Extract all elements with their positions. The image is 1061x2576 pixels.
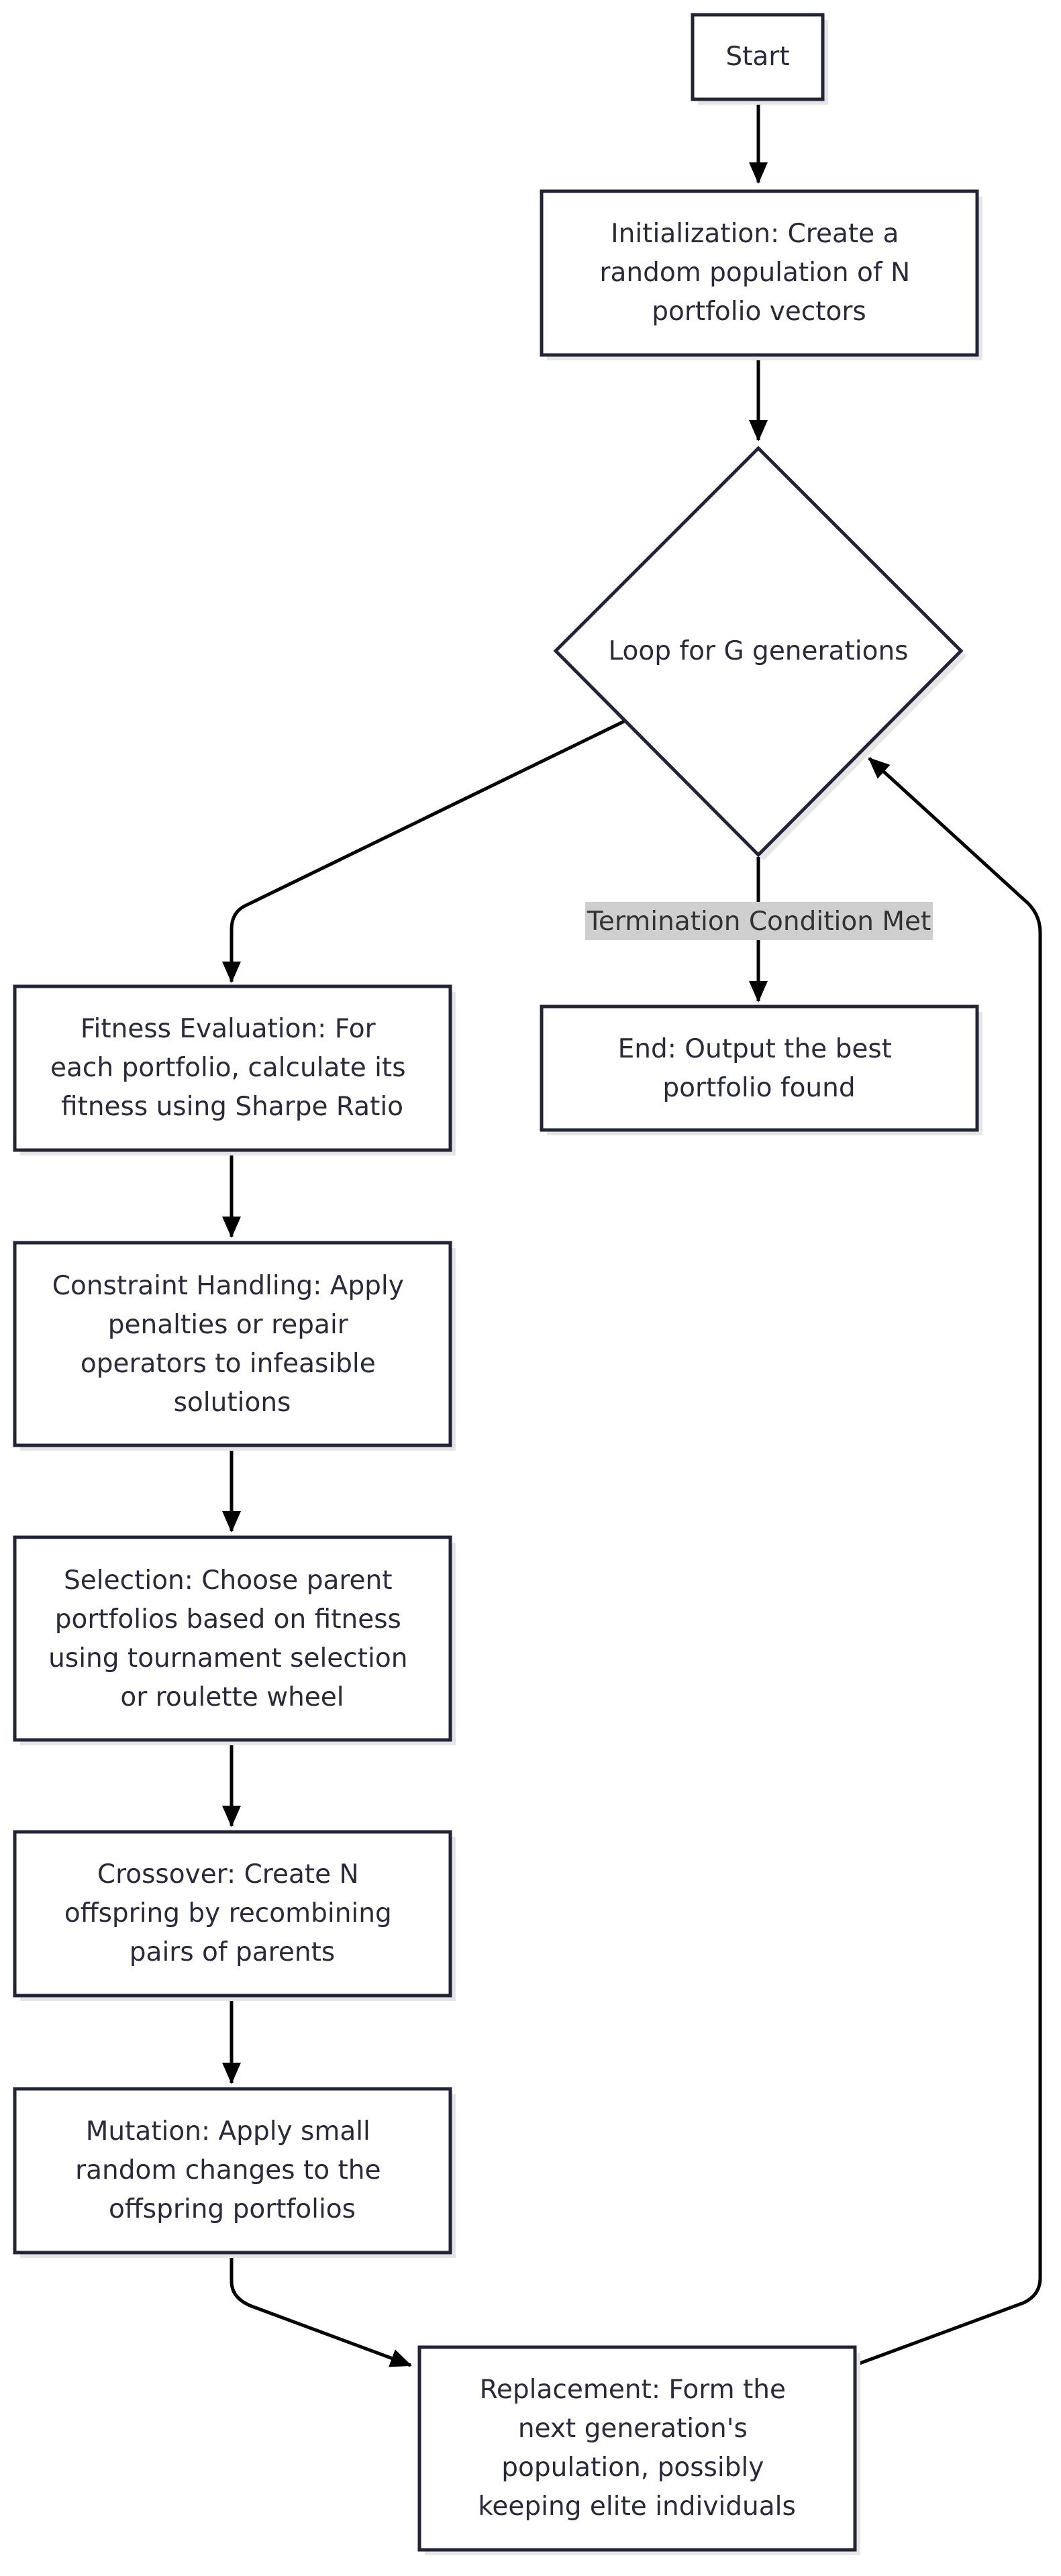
node-mutation-label: Mutation: Apply small random changes to … (75, 2116, 389, 2224)
node-end-line: portfolio found (662, 1073, 855, 1103)
node-crossover-label: Crossover: Create N offspring by recombi… (64, 1859, 400, 1967)
node-loop-line: Loop for G generations (609, 636, 909, 666)
node-fitness-box (13, 984, 452, 1152)
node-fitness-label: Fitness Evaluation: For each portfolio, … (50, 1014, 414, 1122)
node-initialization[interactable]: Initialization: Create a random populati… (540, 189, 982, 360)
node-constraint-label: Constraint Handling: Apply penalties or … (52, 1271, 413, 1418)
node-start[interactable]: Start (691, 13, 828, 105)
node-loop-label: Loop for G generations (609, 636, 909, 666)
node-constraint-handling[interactable]: Constraint Handling: Apply penalties or … (13, 1241, 456, 1451)
edge-replacement-to-loop (854, 757, 1042, 2367)
node-constraint-line: operators to infeasible (81, 1349, 376, 1379)
node-selection[interactable]: Selection: Choose parent portfolios base… (13, 1535, 456, 1745)
edge-label-termination: Termination Condition Met (585, 902, 933, 940)
node-crossover[interactable]: Crossover: Create N offspring by recombi… (13, 1830, 456, 2001)
node-crossover-line: Crossover: Create N (97, 1859, 359, 1890)
node-mutation-line: Mutation: Apply small (86, 2116, 370, 2147)
node-crossover-box (13, 1830, 452, 1998)
node-constraint-box (13, 1241, 452, 1447)
node-start-box (691, 13, 825, 101)
node-initialization-line: random population of N (599, 258, 910, 288)
node-start-line: Start (725, 42, 789, 72)
node-constraint-line: solutions (174, 1388, 291, 1418)
node-end[interactable]: End: Output the best portfolio found (540, 1004, 982, 1135)
edges (222, 99, 1042, 2367)
node-selection-line: Selection: Choose parent (64, 1565, 392, 1596)
node-loop-decision[interactable]: Loop for G generations (553, 446, 966, 860)
node-selection-line: portfolios based on fitness (55, 1604, 401, 1635)
node-end-box (540, 1004, 979, 1132)
node-replacement[interactable]: Replacement: Form the next generation's … (417, 2345, 860, 2555)
node-replacement-label: Replacement: Form the next generation's … (478, 2375, 796, 2522)
node-constraint-line: penalties or repair (108, 1310, 349, 1340)
node-selection-box (13, 1535, 452, 1742)
node-mutation-box (13, 2087, 452, 2255)
node-replacement-line: keeping elite individuals (478, 2491, 796, 2522)
node-replacement-line: next generation's (518, 2414, 748, 2444)
node-end-label: End: Output the best portfolio found (618, 1034, 901, 1103)
node-crossover-line: offspring by recombining (64, 1898, 392, 1928)
node-replacement-box (417, 2345, 857, 2552)
edge-mutation-to-replacement (230, 2253, 412, 2367)
node-loop-diamond (553, 446, 964, 858)
node-initialization-label: Initialization: Create a random populati… (599, 219, 918, 327)
nodes: Start Initialization: Create a random po… (13, 13, 982, 2555)
node-mutation[interactable]: Mutation: Apply small random changes to … (13, 2087, 456, 2258)
node-replacement-line: population, possibly (501, 2453, 764, 2483)
node-initialization-box (540, 189, 979, 357)
node-initialization-line: Initialization: Create a (611, 219, 899, 249)
node-selection-line: or roulette wheel (120, 1682, 344, 1712)
edge-loop-to-fitness (222, 719, 625, 983)
node-initialization-line: portfolio vectors (652, 297, 866, 327)
edge-label-background (585, 902, 933, 940)
node-mutation-line: offspring portfolios (109, 2194, 356, 2224)
node-fitness-line: fitness using Sharpe Ratio (61, 1092, 403, 1122)
node-end-line: End: Output the best (618, 1034, 892, 1064)
node-replacement-line: Replacement: Form the (480, 2375, 786, 2405)
node-fitness-line: Fitness Evaluation: For (81, 1014, 376, 1044)
node-crossover-line: pairs of parents (130, 1937, 335, 1967)
node-constraint-line: Constraint Handling: Apply (52, 1271, 404, 1301)
node-mutation-line: random changes to the (75, 2155, 381, 2185)
edge-label-termination-text: Termination Condition Met (587, 907, 931, 937)
node-fitness-line: each portfolio, calculate its (50, 1053, 406, 1083)
node-selection-line: using tournament selection (48, 1643, 407, 1673)
node-fitness-evaluation[interactable]: Fitness Evaluation: For each portfolio, … (13, 984, 456, 1155)
node-selection-label: Selection: Choose parent portfolios base… (48, 1565, 416, 1712)
node-start-label: Start (725, 42, 789, 72)
